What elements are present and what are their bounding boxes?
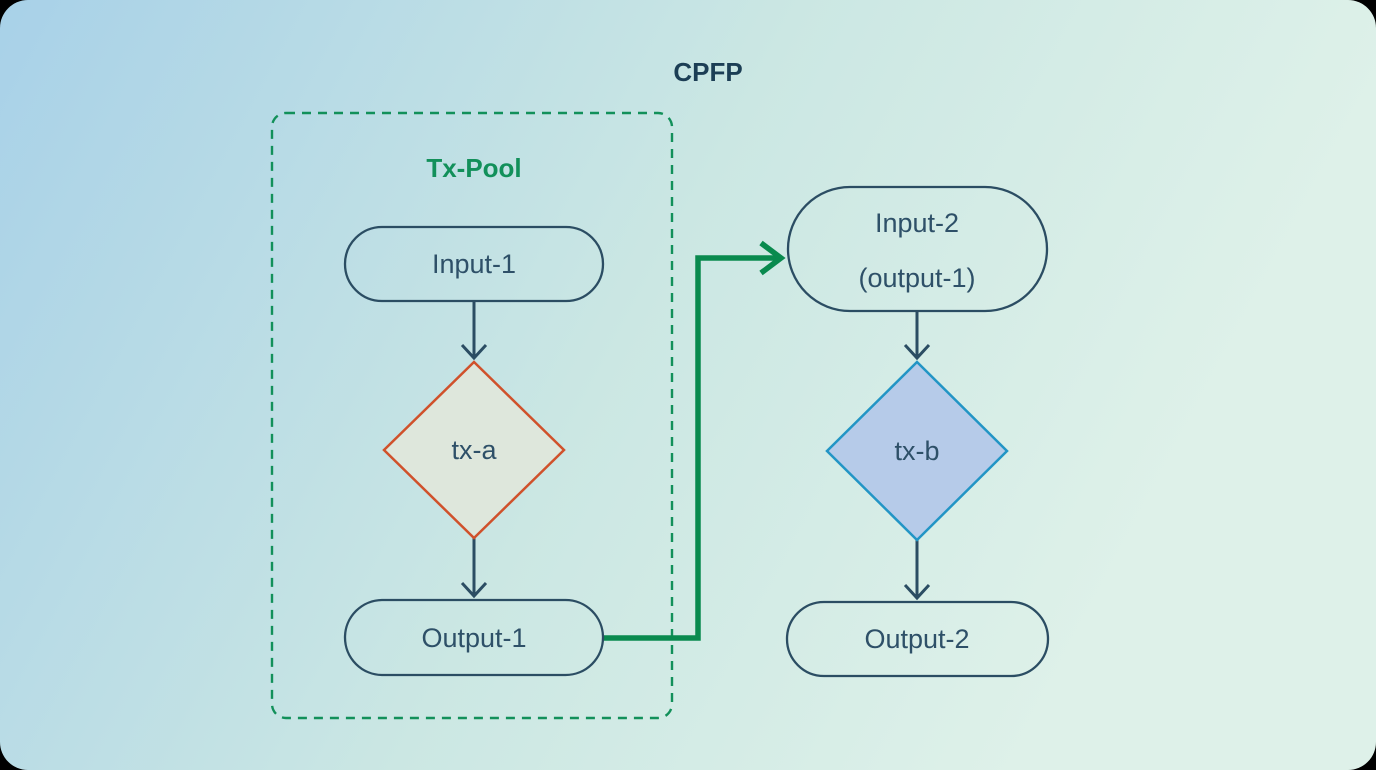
node-input-2: Input-2 (output-1) bbox=[786, 185, 1049, 313]
node-output-1-label: Output-1 bbox=[421, 623, 526, 653]
diagram-title: CPFP bbox=[673, 57, 742, 87]
node-tx-a-shape bbox=[382, 360, 566, 540]
txpool-label: Tx-Pool bbox=[426, 153, 521, 183]
node-output-1: Output-1 bbox=[343, 598, 605, 677]
node-output-1-shape bbox=[343, 598, 605, 677]
node-output-2-shape bbox=[785, 600, 1050, 678]
node-input-2-sublabel: (output-1) bbox=[858, 263, 975, 293]
node-input-2-shape bbox=[786, 185, 1049, 313]
node-tx-b: tx-b bbox=[825, 360, 1009, 542]
node-input-1-shape bbox=[343, 225, 605, 303]
node-output-2: Output-2 bbox=[785, 600, 1050, 678]
node-tx-a-label: tx-a bbox=[451, 435, 497, 465]
node-input-1-label: Input-1 bbox=[432, 249, 516, 279]
node-tx-b-label: tx-b bbox=[894, 436, 939, 466]
node-output-2-label: Output-2 bbox=[864, 624, 969, 654]
node-input-1: Input-1 bbox=[343, 225, 605, 303]
node-input-2-label: Input-2 bbox=[875, 208, 959, 238]
node-tx-a: tx-a bbox=[382, 360, 566, 540]
node-tx-b-shape bbox=[825, 360, 1009, 542]
edge-output1-input2 bbox=[604, 240, 786, 641]
